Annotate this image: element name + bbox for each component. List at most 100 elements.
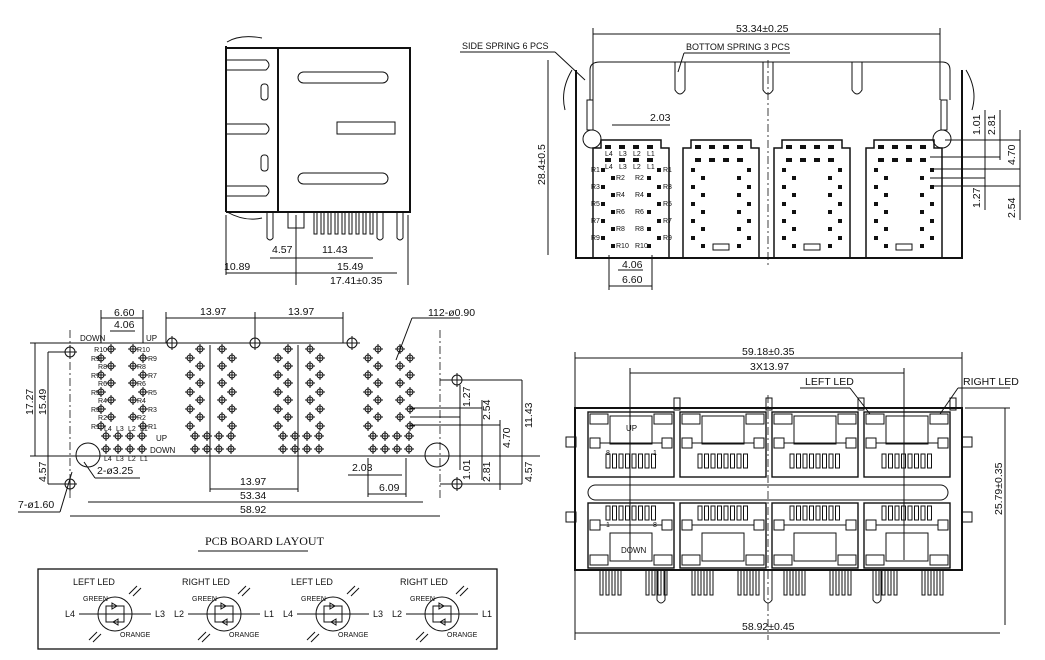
pin xyxy=(887,569,892,596)
dim-4-70: 4.70 xyxy=(501,427,513,448)
left-led-label: LEFT LED xyxy=(805,376,854,388)
hole xyxy=(138,421,148,431)
hole xyxy=(363,387,373,397)
pin-pad xyxy=(792,244,796,248)
pin xyxy=(847,569,852,596)
hole xyxy=(315,353,325,363)
side-spring-circle xyxy=(582,129,602,149)
hole xyxy=(96,370,106,380)
front-view: 59.18±0.35 3X13.97 LEFT LED RIGHT LED 25… xyxy=(565,346,1019,640)
bottom-spring-label: BOTTOM SPRING 3 PCS xyxy=(686,42,790,52)
pin xyxy=(893,569,898,596)
hole xyxy=(405,421,415,431)
led-window xyxy=(837,554,857,566)
window xyxy=(336,121,396,135)
diode-icon xyxy=(323,605,343,623)
plug-opening xyxy=(885,415,929,445)
pin-pad xyxy=(782,202,786,206)
right-led-label: RIGHT LED xyxy=(963,376,1019,388)
diode-icon xyxy=(105,605,125,623)
dim-2-54: 2.54 xyxy=(1006,197,1018,218)
hole xyxy=(283,344,293,354)
r-label: R5 xyxy=(591,201,600,208)
hole xyxy=(214,431,224,441)
pin-pad xyxy=(920,193,924,197)
pin xyxy=(320,211,325,235)
r-label: R6 xyxy=(137,381,146,388)
hole xyxy=(392,431,402,441)
left-pin-label: L4 xyxy=(65,609,75,619)
pin-pad xyxy=(930,185,934,189)
holes-note: 112-ø0.90 xyxy=(428,307,475,319)
led-label: L4 xyxy=(605,151,613,158)
pin-pad xyxy=(884,193,888,197)
board-lock xyxy=(763,570,773,604)
pin-pad xyxy=(647,244,651,248)
pin-pad xyxy=(657,185,661,189)
port-block xyxy=(865,139,943,258)
diode-icon xyxy=(432,605,452,623)
contact xyxy=(605,453,611,469)
hole xyxy=(195,378,205,388)
led-label: L2 xyxy=(128,426,136,433)
pin-pad xyxy=(930,236,934,240)
dim-bottom: 58.92±0.45 xyxy=(742,621,795,633)
pin xyxy=(334,211,339,235)
pin-8-label-lower: 8 xyxy=(653,522,657,529)
contact xyxy=(638,505,643,521)
pin-pad xyxy=(737,210,741,214)
led-pad xyxy=(619,158,625,162)
r-label: R5 xyxy=(663,201,672,208)
pin xyxy=(921,569,926,596)
pin-pad xyxy=(747,219,751,223)
led-label: L4 xyxy=(605,164,613,171)
hole xyxy=(345,336,359,350)
pin-pad xyxy=(691,219,695,223)
led-window xyxy=(745,554,765,566)
diode-icon xyxy=(214,605,234,623)
port-latches xyxy=(226,59,270,197)
pin xyxy=(939,569,944,596)
pin xyxy=(703,569,708,596)
r-label: R7 xyxy=(91,373,100,380)
port-block xyxy=(592,139,670,258)
led-pad xyxy=(723,158,729,162)
top-view: 53.34±0.25 SIDE SPRING 6 PCS BOTTOM SPRI… xyxy=(460,23,1021,290)
port-outline xyxy=(587,502,675,569)
rj45-port xyxy=(587,502,675,569)
r-label: R9 xyxy=(91,356,100,363)
pin-pad xyxy=(884,210,888,214)
side-spring-circle xyxy=(932,129,952,149)
hole xyxy=(217,344,227,354)
hole xyxy=(125,431,135,441)
diode-arrow-icon xyxy=(329,602,337,626)
port-outline xyxy=(771,411,859,478)
dim-4-06: 4.06 xyxy=(114,319,135,331)
divider-tab xyxy=(857,397,865,411)
contact xyxy=(809,453,814,469)
plug-opening xyxy=(793,532,837,562)
plug-opening xyxy=(701,532,745,562)
orange-label: ORANGE xyxy=(338,632,369,639)
port-outline xyxy=(587,411,675,478)
pin-pad xyxy=(874,202,878,206)
dim-15-49: 15.49 xyxy=(337,261,363,273)
pin-pad xyxy=(747,236,751,240)
hole xyxy=(278,444,288,454)
side-spring-arm xyxy=(586,99,594,131)
led-pad xyxy=(695,158,701,162)
r-label: R10 xyxy=(94,347,107,354)
contact xyxy=(888,505,893,521)
contact xyxy=(802,453,808,469)
pin-pad xyxy=(874,219,878,223)
pin-pad xyxy=(701,210,705,214)
led-window xyxy=(589,413,609,425)
right-dims: 1.01 2.81 4.70 1.27 2.54 xyxy=(930,110,1021,220)
latch xyxy=(753,519,765,531)
r-label: R1 xyxy=(591,167,600,174)
led-pad xyxy=(786,158,792,162)
hole xyxy=(96,404,106,414)
led-window xyxy=(929,413,949,425)
contact xyxy=(612,505,617,521)
